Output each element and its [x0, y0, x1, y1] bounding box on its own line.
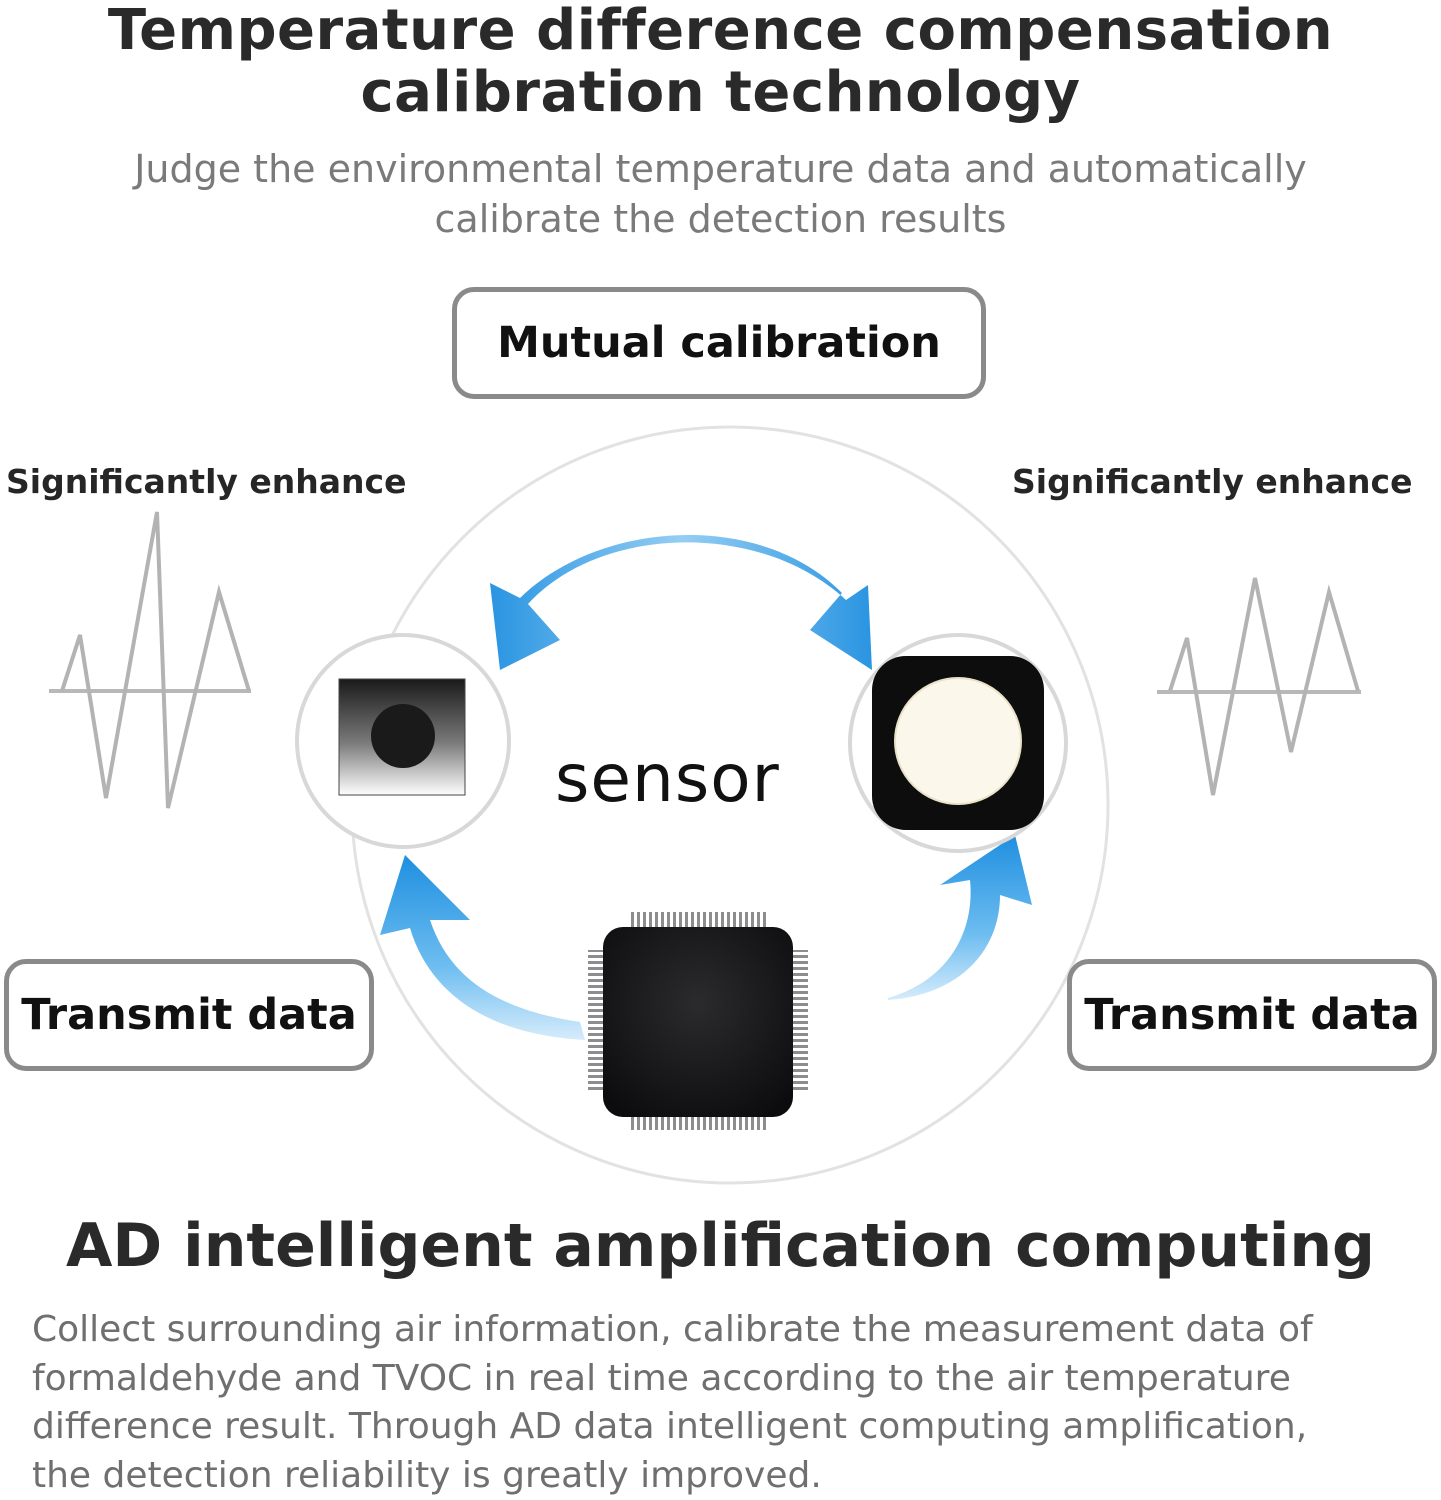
- page-title: Temperature difference compensation cali…: [0, 0, 1441, 124]
- right-sensor-window: [894, 677, 1022, 805]
- subtitle-line-2: calibrate the detection results: [434, 197, 1007, 241]
- page-subtitle: Judge the environmental temperature data…: [60, 144, 1381, 244]
- paragraph-line-3: difference result. Through AD data intel…: [32, 1406, 1308, 1447]
- subtitle-line-1: Judge the environmental temperature data…: [134, 147, 1307, 191]
- left-enhance-label: Significantly enhance: [6, 462, 407, 501]
- right-enhance-label: Significantly enhance: [1012, 462, 1413, 501]
- right-transmit-box: Transmit data: [1067, 959, 1437, 1071]
- paragraph-line-4: the detection reliability is greatly imp…: [32, 1454, 822, 1496]
- right-waveform-icon: [1157, 577, 1361, 796]
- processor-chip-icon: [588, 912, 808, 1130]
- section-heading: AD intelligent amplification computing: [66, 1211, 1375, 1281]
- left-transmit-box: Transmit data: [4, 959, 374, 1071]
- section-paragraph: Collect surrounding air information, cal…: [32, 1306, 1412, 1500]
- mutual-calibration-box: Mutual calibration: [452, 287, 986, 399]
- title-line-2: calibration technology: [360, 60, 1081, 125]
- right-transmit-label: Transmit data: [1084, 990, 1420, 1040]
- paragraph-line-2: formaldehyde and TVOC in real time accor…: [32, 1357, 1291, 1399]
- left-sensor-square: [338, 678, 466, 796]
- mutual-calibration-label: Mutual calibration: [497, 318, 941, 368]
- left-waveform-icon: [49, 511, 251, 809]
- lower-left-arrow: [380, 855, 585, 1040]
- title-line-1: Temperature difference compensation: [107, 0, 1334, 63]
- left-sensor-dot: [371, 704, 435, 768]
- paragraph-line-1: Collect surrounding air information, cal…: [32, 1309, 1313, 1350]
- left-transmit-label: Transmit data: [21, 990, 357, 1040]
- sensor-label: sensor: [555, 740, 780, 817]
- lower-right-arrow: [888, 835, 1032, 1000]
- top-arc-arrow: [490, 534, 872, 670]
